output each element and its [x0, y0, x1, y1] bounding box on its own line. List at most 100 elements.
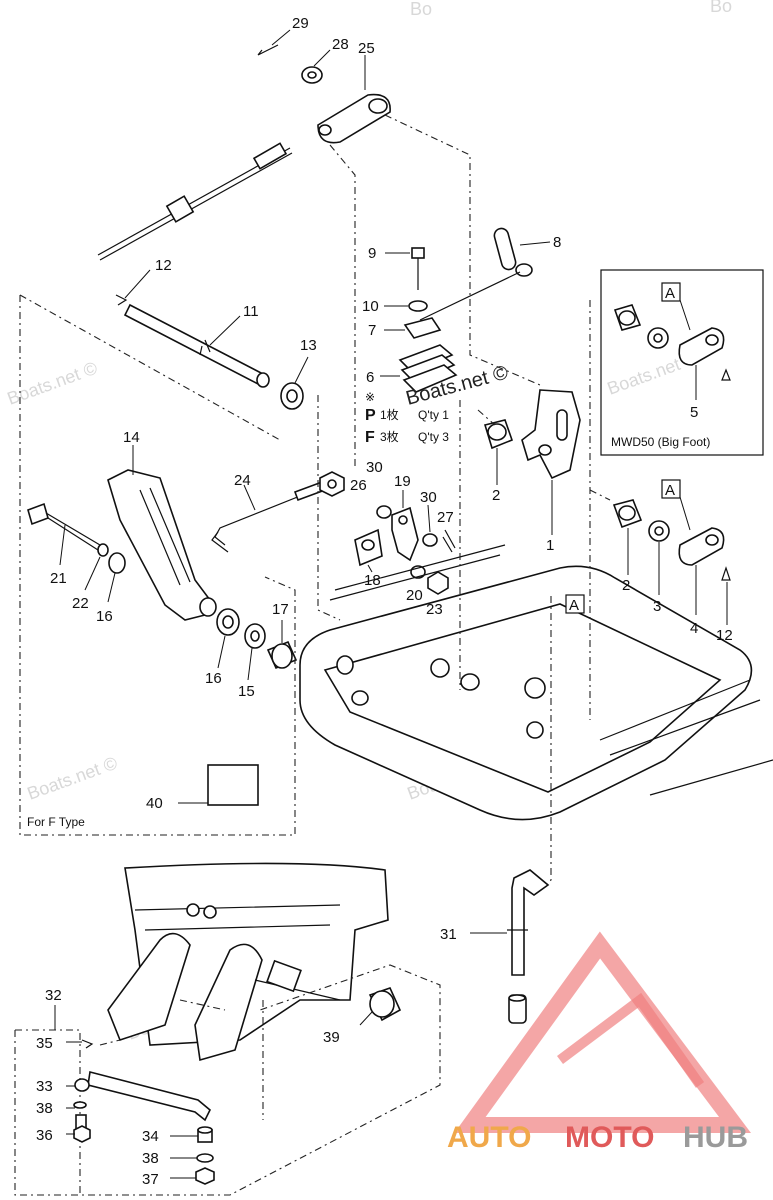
- spring-washer-22: [97, 543, 109, 557]
- callout-36: 36: [36, 1127, 53, 1144]
- washer-38-right: [196, 1153, 214, 1163]
- washer-10: [408, 300, 428, 312]
- nut-37: [195, 1167, 215, 1185]
- pin-12: [115, 294, 128, 306]
- lever-14: [107, 469, 217, 621]
- washer-38-left: [73, 1101, 87, 1109]
- watermark: Boats.net ©: [25, 753, 120, 804]
- callout-40: 40: [146, 795, 163, 812]
- callout-7: 7: [368, 322, 376, 339]
- arm-1: [521, 389, 581, 480]
- ref-letter: A: [569, 597, 579, 614]
- bush-2-upper: [483, 419, 514, 450]
- bracket-frame: [299, 544, 773, 821]
- callout-38: 38: [142, 1150, 159, 1167]
- callout-24: 24: [234, 472, 251, 489]
- washer-28: [301, 66, 323, 84]
- callout-2: 2: [492, 487, 500, 504]
- for-f-type-label: For F Type: [27, 815, 85, 829]
- qty-p-kanji: 1枚: [380, 407, 399, 422]
- plate-19: [391, 506, 419, 562]
- ref-box-a: [661, 282, 681, 302]
- pin-31: [507, 869, 550, 976]
- callout-26: 26: [350, 477, 367, 494]
- callout-22: 22: [72, 595, 89, 612]
- watermark: Bo: [710, 0, 732, 16]
- logo-text-moto: MOTO: [565, 1121, 654, 1154]
- f-type-boundary: [19, 294, 296, 836]
- callout-16: 16: [205, 670, 222, 687]
- callout-9: 9: [368, 245, 376, 262]
- lower-assembly: [107, 862, 389, 1062]
- callout-15: 15: [238, 683, 255, 700]
- callout-28: 28: [332, 36, 349, 53]
- callout-16: 16: [96, 608, 113, 625]
- callout-12: 12: [155, 257, 172, 274]
- callout-19: 19: [394, 473, 411, 490]
- bush-2-right: [612, 499, 643, 529]
- callout-8: 8: [553, 234, 561, 251]
- cap-31: [508, 994, 527, 1024]
- callout-14: 14: [123, 429, 140, 446]
- callout-29: 29: [292, 15, 309, 32]
- mwd-damper: [647, 327, 669, 349]
- throttle-cable: [97, 142, 293, 261]
- callout-37: 37: [142, 1171, 159, 1188]
- ref-letter: A: [665, 285, 675, 302]
- mwd50-inset-box: [600, 269, 764, 456]
- shaft-11: [123, 303, 270, 388]
- clip-29: [257, 44, 279, 56]
- callout-30: 30: [420, 489, 437, 506]
- callout-35: 35: [36, 1035, 53, 1052]
- callout-31: 31: [440, 926, 457, 943]
- rod-24: [211, 480, 327, 553]
- bolt-36: [73, 1114, 91, 1143]
- qty-p-text: Q'ty 1: [418, 408, 449, 422]
- ref-box-a: [565, 594, 585, 614]
- bush-33: [74, 1078, 90, 1092]
- callout-13: 13: [300, 337, 317, 354]
- logo-text-auto: AUTO: [447, 1121, 531, 1154]
- mwd-link: [678, 327, 725, 366]
- callout-39: 39: [323, 1029, 340, 1046]
- callout-18: 18: [364, 572, 381, 589]
- callout-5: 5: [690, 404, 698, 421]
- nut-39: [368, 987, 402, 1022]
- qty-f-prefix: F: [365, 429, 375, 446]
- plate-18: [354, 528, 383, 567]
- label-40: [207, 764, 259, 806]
- callout-6: 6: [366, 369, 374, 386]
- callout-30: 30: [366, 459, 383, 476]
- collar-17: [266, 640, 298, 670]
- callout-10: 10: [362, 298, 379, 315]
- callout-20: 20: [406, 587, 423, 604]
- qty-p-prefix: P: [365, 407, 376, 424]
- shim-6: [398, 344, 458, 393]
- cable-joint-25: [317, 93, 391, 144]
- callout-1: 1: [546, 537, 554, 554]
- pin-12-right: [721, 566, 731, 581]
- automotohub-logo: AUTO MOTO HUB: [447, 931, 751, 1154]
- callout-23: 23: [426, 601, 443, 618]
- washer-16: [108, 552, 126, 574]
- callout-32: 32: [45, 987, 62, 1004]
- ref-letter: A: [665, 482, 675, 499]
- damper-3: [648, 520, 670, 542]
- collar-34: [197, 1126, 213, 1143]
- callout-12: 12: [716, 627, 733, 644]
- clip-35: [81, 1039, 94, 1049]
- qty-f-kanji: 3枚: [380, 429, 399, 444]
- callout-2: 2: [622, 577, 630, 594]
- nut-26: [319, 471, 345, 497]
- washer-30-right: [422, 533, 438, 547]
- callout-21: 21: [50, 570, 67, 587]
- pin-27: [442, 529, 456, 553]
- callout-38: 38: [36, 1100, 53, 1117]
- bolt-21: [27, 502, 101, 551]
- mwd-bush: [613, 304, 642, 331]
- watermark: Boats.net ©: [5, 358, 100, 409]
- washer-15: [244, 623, 266, 649]
- nut-23: [427, 571, 449, 595]
- link-4: [678, 527, 725, 566]
- callout-3: 3: [653, 598, 661, 615]
